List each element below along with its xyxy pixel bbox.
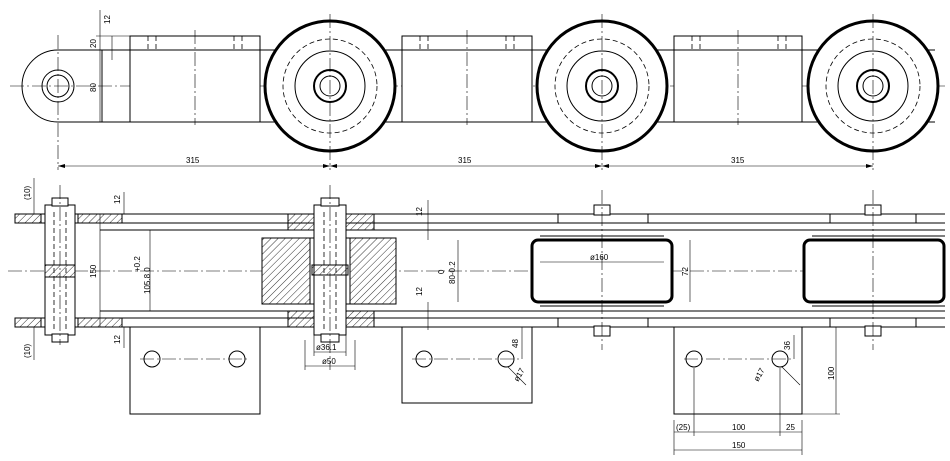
dim-12-bottom-left: 12 [113, 335, 122, 344]
dim-80: 80 [89, 83, 98, 92]
dim-48: 48 [511, 339, 520, 348]
pitch-dimensions: 315 315 315 [58, 156, 873, 168]
dim-12-top: 12 [103, 15, 112, 24]
bottom-tab-1 [129, 326, 261, 415]
left-pin-section [14, 185, 123, 345]
roller-2 [535, 14, 669, 170]
pitch-label-3: 315 [731, 156, 745, 165]
dim-36: 36 [783, 341, 792, 350]
bottom-tab-3 [673, 326, 803, 415]
dim-25: 25 [786, 423, 795, 432]
section-view: (10) (10) 12 12 150 +0.2 105.8 0 12 12 0… [8, 178, 946, 455]
dim-12-mid-top: 12 [415, 207, 424, 216]
roller-3 [806, 14, 940, 170]
dim-tol-zero: 0 [437, 269, 446, 274]
height-dimensions: 12 20 80 [89, 10, 130, 122]
dim-150: 150 [89, 264, 98, 278]
roller-1 [263, 14, 397, 170]
dim-150-bottom: 150 [732, 441, 746, 450]
dim-72: 72 [681, 267, 690, 276]
end-pin [41, 35, 75, 170]
bottom-tab-2 [401, 326, 533, 404]
roller-section-2 [802, 190, 946, 350]
roller-section-1 [530, 190, 674, 350]
dim-25-paren: (25) [676, 423, 691, 432]
dim-80-tol: 80-0.2 [448, 261, 457, 284]
attachment-plate-1 [129, 30, 261, 125]
dim-105-8: 105.8 0 [143, 267, 152, 294]
dim-100-horizontal: 100 [732, 423, 746, 432]
dim-100-vertical: 100 [827, 366, 836, 380]
dim-d50: ø50 [322, 357, 336, 366]
dim-10-top: (10) [23, 185, 32, 200]
dim-d160: ø160 [590, 253, 609, 262]
section-dimensions [28, 178, 840, 455]
dim-10-bottom: (10) [23, 343, 32, 358]
attachment-plate-2 [401, 30, 533, 125]
attachment-plate-3 [673, 30, 803, 125]
top-view: 315 315 315 12 20 80 [10, 10, 945, 170]
pitch-label-2: 315 [458, 156, 472, 165]
dim-d36-1: ø36.1 [316, 343, 337, 352]
dim-12-mid-bottom: 12 [415, 287, 424, 296]
dim-20: 20 [89, 39, 98, 48]
middle-pin-section [261, 185, 397, 370]
dim-tol-upper: +0.2 [133, 256, 142, 272]
dim-12-top-left: 12 [113, 195, 122, 204]
pitch-label-1: 315 [186, 156, 200, 165]
